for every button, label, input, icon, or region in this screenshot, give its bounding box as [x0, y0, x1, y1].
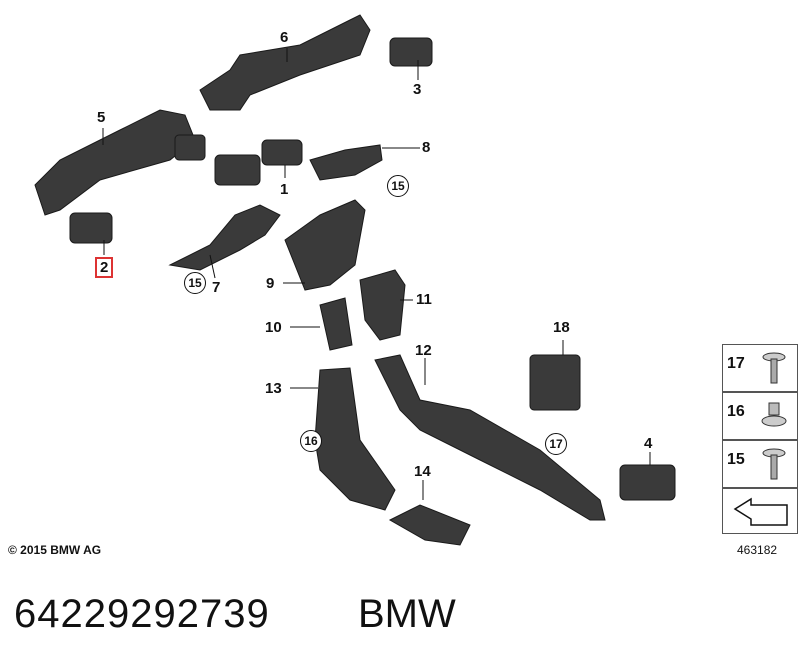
duct-part-14	[388, 504, 471, 546]
screw-icon	[762, 352, 786, 384]
circled-callout-15a[interactable]: 15	[387, 175, 409, 197]
brand-name: BMW	[358, 592, 456, 636]
callout-5[interactable]: 5	[97, 109, 106, 126]
vent-part-18	[529, 354, 581, 411]
duct-part-8	[309, 144, 383, 181]
duct-part-11	[359, 269, 406, 341]
callout-13[interactable]: 13	[265, 380, 282, 397]
duct-part-13	[314, 367, 396, 511]
drawing-id: 463182	[737, 543, 778, 557]
callout-8[interactable]: 8	[422, 139, 431, 156]
legend-table: 17 16 15	[722, 344, 798, 534]
circled-callout-15b[interactable]: 15	[184, 272, 206, 294]
legend-label-15: 15	[727, 451, 745, 468]
copyright-text: © 2015 BMW AG	[8, 543, 102, 557]
vent-part-5-outlet	[174, 134, 206, 161]
duct-part-7	[168, 204, 281, 271]
vent-part-2	[69, 212, 113, 244]
callout-3[interactable]: 3	[413, 81, 422, 98]
callout-12[interactable]: 12	[415, 342, 432, 359]
vent-part-4	[619, 464, 676, 501]
legend-row-17: 17	[722, 344, 798, 392]
callout-1[interactable]: 1	[280, 181, 289, 198]
callout-7[interactable]: 7	[212, 279, 221, 296]
legend-label-17: 17	[727, 355, 745, 372]
callout-9[interactable]: 9	[266, 275, 275, 292]
callout-2[interactable]: 2	[95, 257, 114, 278]
duct-part-6	[199, 14, 371, 111]
part-number: 64229292739	[14, 592, 270, 636]
callout-18[interactable]: 18	[553, 319, 570, 336]
callout-14[interactable]: 14	[414, 463, 431, 480]
legend-row-16: 16	[722, 392, 798, 440]
circled-callout-17[interactable]: 17	[545, 433, 567, 455]
callout-4[interactable]: 4	[644, 435, 653, 452]
parts-diagram	[34, 14, 676, 546]
circled-callout-16[interactable]: 16	[300, 430, 322, 452]
duct-part-9	[284, 199, 366, 291]
duct-part-10	[319, 297, 353, 351]
arrow-icon	[733, 497, 788, 526]
nut-icon	[761, 402, 787, 427]
duct-part-12	[374, 354, 606, 521]
legend-label-16: 16	[727, 403, 745, 420]
callout-11[interactable]: 11	[416, 291, 432, 308]
callout-10[interactable]: 10	[265, 319, 282, 336]
legend-row-arrow	[722, 488, 798, 534]
vent-part-3	[389, 37, 433, 67]
vent-part-1a	[214, 154, 261, 186]
legend-row-15: 15	[722, 440, 798, 488]
callout-6[interactable]: 6	[280, 29, 289, 46]
vent-part-1b	[261, 139, 303, 166]
duct-part-5	[34, 109, 196, 216]
screw-icon	[762, 448, 786, 480]
